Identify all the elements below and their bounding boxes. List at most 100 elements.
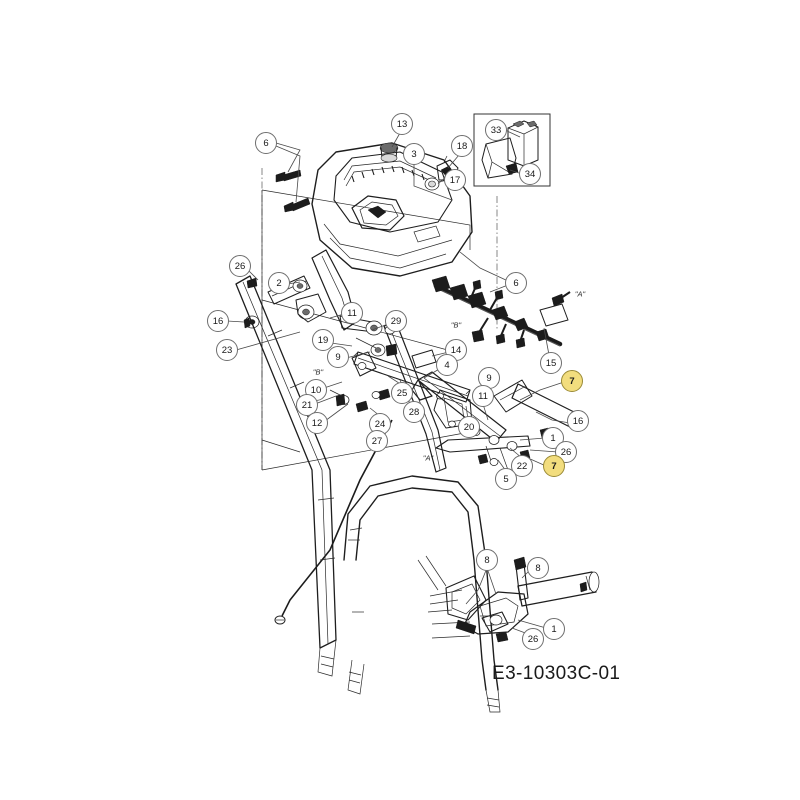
callout-circle xyxy=(229,255,251,277)
callout-number: 9 xyxy=(335,352,340,363)
callout-number: 10 xyxy=(311,385,322,396)
callout-number: 3 xyxy=(411,149,416,160)
callout-circle xyxy=(542,427,564,449)
callout-number: 26 xyxy=(235,261,246,272)
callout-circle xyxy=(527,557,549,579)
callout-bubble-22[interactable]: 22 xyxy=(511,455,533,477)
callout-circle xyxy=(255,132,277,154)
callout-number: 34 xyxy=(525,169,536,180)
engine-hood-assembly xyxy=(311,142,473,277)
callout-circle xyxy=(268,272,290,294)
callout-circle xyxy=(403,401,425,423)
callout-number: 1 xyxy=(551,624,556,635)
callout-bubble-11[interactable]: 11 xyxy=(341,302,363,324)
callout-bubble-2[interactable]: 2 xyxy=(268,272,290,294)
callout-circle xyxy=(511,455,533,477)
callout-bubble-21[interactable]: 21 xyxy=(296,394,318,416)
callout-number: 8 xyxy=(535,563,540,574)
reference-letter: "B" xyxy=(313,368,324,377)
callout-circle xyxy=(327,346,349,368)
callout-bubble-8[interactable]: 8 xyxy=(476,549,498,571)
callout-number: 13 xyxy=(397,119,408,130)
callout-bubble-26[interactable]: 26 xyxy=(229,255,251,277)
callout-number: 6 xyxy=(263,138,268,149)
callout-bubble-26[interactable]: 26 xyxy=(522,628,544,650)
callout-bubble-11[interactable]: 11 xyxy=(472,385,494,407)
callout-circle xyxy=(485,119,507,141)
callout-bubble-16[interactable]: 16 xyxy=(207,310,229,332)
callout-number: 26 xyxy=(561,447,572,458)
callout-number: 9 xyxy=(486,373,491,384)
drawing-number: E3-10303C-01 xyxy=(492,663,621,684)
callout-circle xyxy=(391,382,413,404)
callout-number: 11 xyxy=(478,391,488,402)
callout-circle xyxy=(472,385,494,407)
callout-circle xyxy=(403,143,425,165)
callout-bubble-3[interactable]: 3 xyxy=(403,143,425,165)
callout-circle xyxy=(522,628,544,650)
callout-circle xyxy=(296,394,318,416)
callout-number: 7 xyxy=(569,376,574,387)
callout-number: 14 xyxy=(451,345,462,356)
callout-bubble-23[interactable]: 23 xyxy=(216,339,238,361)
callout-bubble-34[interactable]: 34 xyxy=(519,163,541,185)
callout-bubble-26[interactable]: 26 xyxy=(555,441,577,463)
callout-bubble-6[interactable]: 6 xyxy=(255,132,277,154)
reference-letter: "B" xyxy=(451,321,462,330)
callout-bubble-6[interactable]: 6 xyxy=(505,272,527,294)
callout-bubble-33[interactable]: 33 xyxy=(485,119,507,141)
callout-bubble-17[interactable]: 17 xyxy=(444,169,466,191)
callout-number: 17 xyxy=(450,175,461,186)
callout-bubble-5[interactable]: 5 xyxy=(495,468,517,490)
callout-number: 4 xyxy=(444,360,449,371)
callout-bubble-1[interactable]: 1 xyxy=(543,618,565,640)
callout-circle xyxy=(366,430,388,452)
callout-bubble-18[interactable]: 18 xyxy=(451,135,473,157)
bottom-chute-control-assembly xyxy=(417,555,600,643)
callout-bubble-4[interactable]: 4 xyxy=(436,354,458,376)
callout-circle xyxy=(495,468,517,490)
callout-bubble-15[interactable]: 15 xyxy=(540,352,562,374)
callout-circle xyxy=(567,410,589,432)
callout-number: 22 xyxy=(517,461,528,472)
callout-bubble-19[interactable]: 19 xyxy=(312,329,334,351)
callout-circle xyxy=(391,113,413,135)
callout-circle xyxy=(306,412,328,434)
callout-bubble-9[interactable]: 9 xyxy=(327,346,349,368)
callout-bubble-12[interactable]: 12 xyxy=(306,412,328,434)
handle-frame-tubes xyxy=(235,275,501,713)
callout-number: 23 xyxy=(222,345,233,356)
callout-bubble-28[interactable]: 28 xyxy=(403,401,425,423)
callout-bubble-8[interactable]: 8 xyxy=(527,557,549,579)
callout-circle xyxy=(216,339,238,361)
callout-circle xyxy=(341,302,363,324)
callout-bubble-16[interactable]: 16 xyxy=(567,410,589,432)
callout-number: 28 xyxy=(409,407,420,418)
callout-bubble-29[interactable]: 29 xyxy=(385,310,407,332)
callout-circle xyxy=(312,329,334,351)
callout-bubble-27[interactable]: 27 xyxy=(366,430,388,452)
callout-number: 26 xyxy=(528,634,539,645)
callout-number: 29 xyxy=(391,316,402,327)
callout-number: 19 xyxy=(318,335,329,346)
callout-circle-highlighted xyxy=(543,455,565,477)
callout-bubble-20[interactable]: 20 xyxy=(458,416,480,438)
callout-circle-highlighted xyxy=(561,370,583,392)
callout-number: 5 xyxy=(503,474,508,485)
callout-bubble-13[interactable]: 13 xyxy=(391,113,413,135)
callout-circle xyxy=(476,549,498,571)
reference-letter: "A" xyxy=(423,454,434,463)
callout-bubble-25[interactable]: 25 xyxy=(391,382,413,404)
wiring-harness-assembly xyxy=(431,275,571,349)
callout-number: 7 xyxy=(551,461,556,472)
callout-number: 20 xyxy=(464,422,475,433)
callout-bubble-7[interactable]: 7 xyxy=(543,455,565,477)
callout-number: 8 xyxy=(484,555,489,566)
callout-bubble-7[interactable]: 7 xyxy=(561,370,583,392)
callout-number: 33 xyxy=(491,125,502,136)
callout-bubble-1[interactable]: 1 xyxy=(542,427,564,449)
callout-circle xyxy=(451,135,473,157)
control-cable xyxy=(274,419,393,625)
